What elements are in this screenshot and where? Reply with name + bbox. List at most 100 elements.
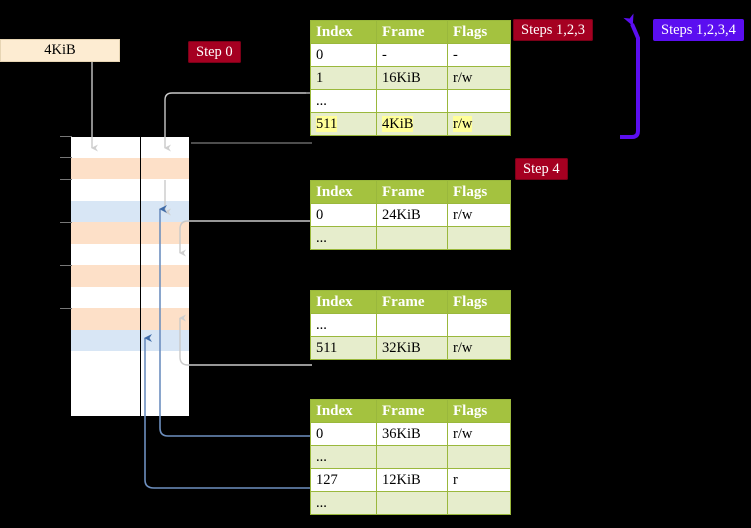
- cell-flags: r/w: [447, 66, 511, 90]
- cell-index: ...: [310, 313, 377, 337]
- cell-index: 0: [310, 203, 377, 227]
- memory-column-divider: [140, 136, 141, 416]
- memory-frame-row: [70, 286, 190, 310]
- memory-frame-row: [70, 222, 190, 245]
- memory-frame-row: [70, 157, 190, 181]
- table-row: ...: [310, 226, 511, 250]
- badge-steps-1-2-3: Steps 1,2,3: [513, 19, 594, 41]
- table-row: ...: [310, 491, 511, 515]
- badge-steps-1-2-3-label: Steps 1,2,3: [521, 22, 586, 38]
- memory-tick: [60, 265, 72, 266]
- memory-tick: [60, 179, 72, 180]
- memory-tick: [60, 222, 72, 223]
- cell-flags: -: [447, 43, 511, 67]
- memory-tick: [60, 308, 72, 309]
- memory-tick: [60, 136, 72, 137]
- table-row: ...: [310, 445, 511, 469]
- cell-frame: 12KiB: [376, 468, 448, 492]
- cell-frame: 36KiB: [376, 422, 448, 446]
- badge-steps-1-2-3-4-label: Steps 1,2,3,4: [661, 22, 736, 38]
- four-kib-label: 4KiB: [44, 42, 76, 58]
- cell-flags: [447, 89, 511, 113]
- cell-index: 511: [310, 112, 377, 136]
- col-flags: Flags: [447, 20, 511, 44]
- col-flags: Flags: [447, 399, 511, 423]
- memory-frame-row: [70, 329, 190, 353]
- cell-frame: -: [376, 43, 448, 67]
- cell-index: 127: [310, 468, 377, 492]
- col-frame: Frame: [376, 180, 448, 204]
- cell-flags: [447, 445, 511, 469]
- badge-step-0-label: Step 0: [196, 44, 233, 60]
- cell-index: ...: [310, 445, 377, 469]
- table-header-row: Index Frame Flags: [310, 290, 511, 314]
- col-index: Index: [310, 399, 377, 423]
- table-header-row: Index Frame Flags: [310, 20, 511, 44]
- col-index: Index: [310, 20, 377, 44]
- table-row: 511 4KiB r/w: [310, 112, 511, 136]
- cell-flags: r/w: [447, 203, 511, 227]
- memory-frame-row: [70, 265, 190, 288]
- memory-frame-row: [70, 394, 190, 417]
- cell-flags: [447, 226, 511, 250]
- connector-steps-bracket: [620, 13, 640, 139]
- cell-flags: r/w: [447, 336, 511, 360]
- col-frame: Frame: [376, 20, 448, 44]
- cell-frame: [376, 313, 448, 337]
- cell-flags: r/w: [447, 422, 511, 446]
- highlighted-value: 511: [316, 115, 338, 132]
- cell-frame: [376, 89, 448, 113]
- memory-frame-row: [70, 351, 190, 374]
- cell-frame: [376, 445, 448, 469]
- memory-frame-row: [70, 200, 190, 224]
- col-index: Index: [310, 290, 377, 314]
- physical-memory-column: [70, 136, 190, 417]
- cell-frame: [376, 491, 448, 515]
- table-header-row: Index Frame Flags: [310, 399, 511, 423]
- memory-frame-row: [70, 136, 190, 159]
- cell-index: ...: [310, 226, 377, 250]
- cell-frame: 24KiB: [376, 203, 448, 227]
- cell-flags: r: [447, 468, 511, 492]
- cell-index: ...: [310, 491, 377, 515]
- col-index: Index: [310, 180, 377, 204]
- cell-flags: [447, 313, 511, 337]
- connector-l3-to-memory: [179, 314, 312, 366]
- cell-frame: [376, 226, 448, 250]
- memory-frame-row: [70, 243, 190, 267]
- col-flags: Flags: [447, 180, 511, 204]
- memory-tick: [60, 157, 72, 158]
- cell-frame: 4KiB: [376, 112, 448, 136]
- col-frame: Frame: [376, 290, 448, 314]
- table-row: ...: [310, 313, 511, 337]
- cell-frame: 32KiB: [376, 336, 448, 360]
- badge-step-4: Step 4: [515, 158, 568, 180]
- col-frame: Frame: [376, 399, 448, 423]
- connector-l2-to-memory: [179, 220, 312, 257]
- four-kib-box: 4KiB: [0, 39, 120, 62]
- cell-flags: r/w: [447, 112, 511, 136]
- memory-frame-row: [70, 308, 190, 331]
- memory-frame-row: [70, 179, 190, 202]
- cell-index: 511: [310, 336, 377, 360]
- cell-index: 0: [310, 422, 377, 446]
- table-row: ...: [310, 89, 511, 113]
- cell-flags: [447, 491, 511, 515]
- table-header-row: Index Frame Flags: [310, 180, 511, 204]
- badge-step-4-label: Step 4: [523, 161, 560, 177]
- badge-steps-1-2-3-4: Steps 1,2,3,4: [653, 19, 744, 41]
- cell-index: 1: [310, 66, 377, 90]
- highlighted-value: 4KiB: [382, 115, 414, 132]
- highlighted-value: r/w: [453, 115, 473, 132]
